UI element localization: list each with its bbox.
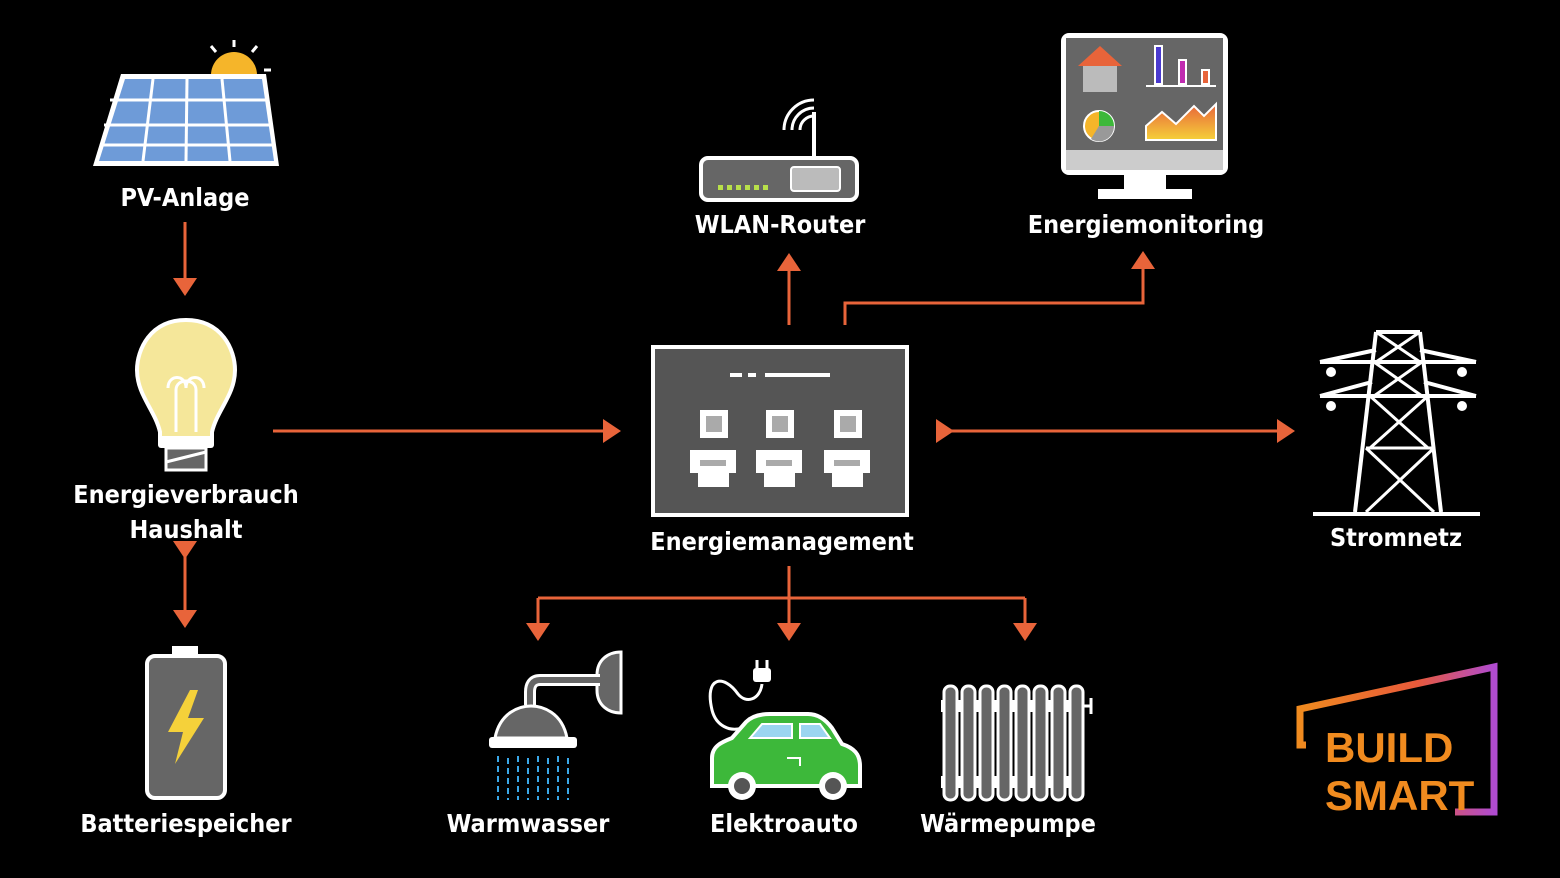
label-waermepumpe: Wärmepumpe (920, 809, 1096, 838)
build-smart-logo: BUILD SMART (1296, 662, 1498, 819)
logo-smart: SMART (1325, 772, 1475, 819)
label-batteriespeicher: Batteriespeicher (80, 809, 292, 838)
arrows (173, 222, 1295, 641)
label-energiemonitoring: Energiemonitoring (1027, 210, 1265, 239)
label-pv-anlage: PV-Anlage (120, 183, 250, 212)
wifi-router-icon (699, 98, 859, 202)
label-wlan-router: WLAN-Router (694, 210, 866, 239)
monitor-dashboard-icon (1061, 33, 1228, 199)
energy-manager-box-icon (651, 345, 909, 517)
power-pylon-icon (1313, 330, 1480, 516)
light-bulb-icon (134, 317, 238, 472)
radiator-icon (941, 684, 1093, 802)
label-energiemanagement: Energiemanagement (650, 527, 914, 556)
battery-icon (145, 646, 227, 800)
logo-build: BUILD (1325, 724, 1453, 771)
arrow-management-to-monitoring (843, 251, 1155, 325)
label-elektroauto: Elektroauto (710, 809, 858, 838)
label-energieverbrauch-line1: Energieverbrauch (73, 480, 299, 509)
label-energieverbrauch-line2: Haushalt (129, 515, 243, 544)
electric-car-icon (708, 660, 862, 800)
solar-panel-icon (93, 40, 279, 166)
shower-icon (489, 650, 623, 800)
label-stromnetz: Stromnetz (1329, 523, 1463, 552)
label-warmwasser: Warmwasser (446, 809, 610, 838)
